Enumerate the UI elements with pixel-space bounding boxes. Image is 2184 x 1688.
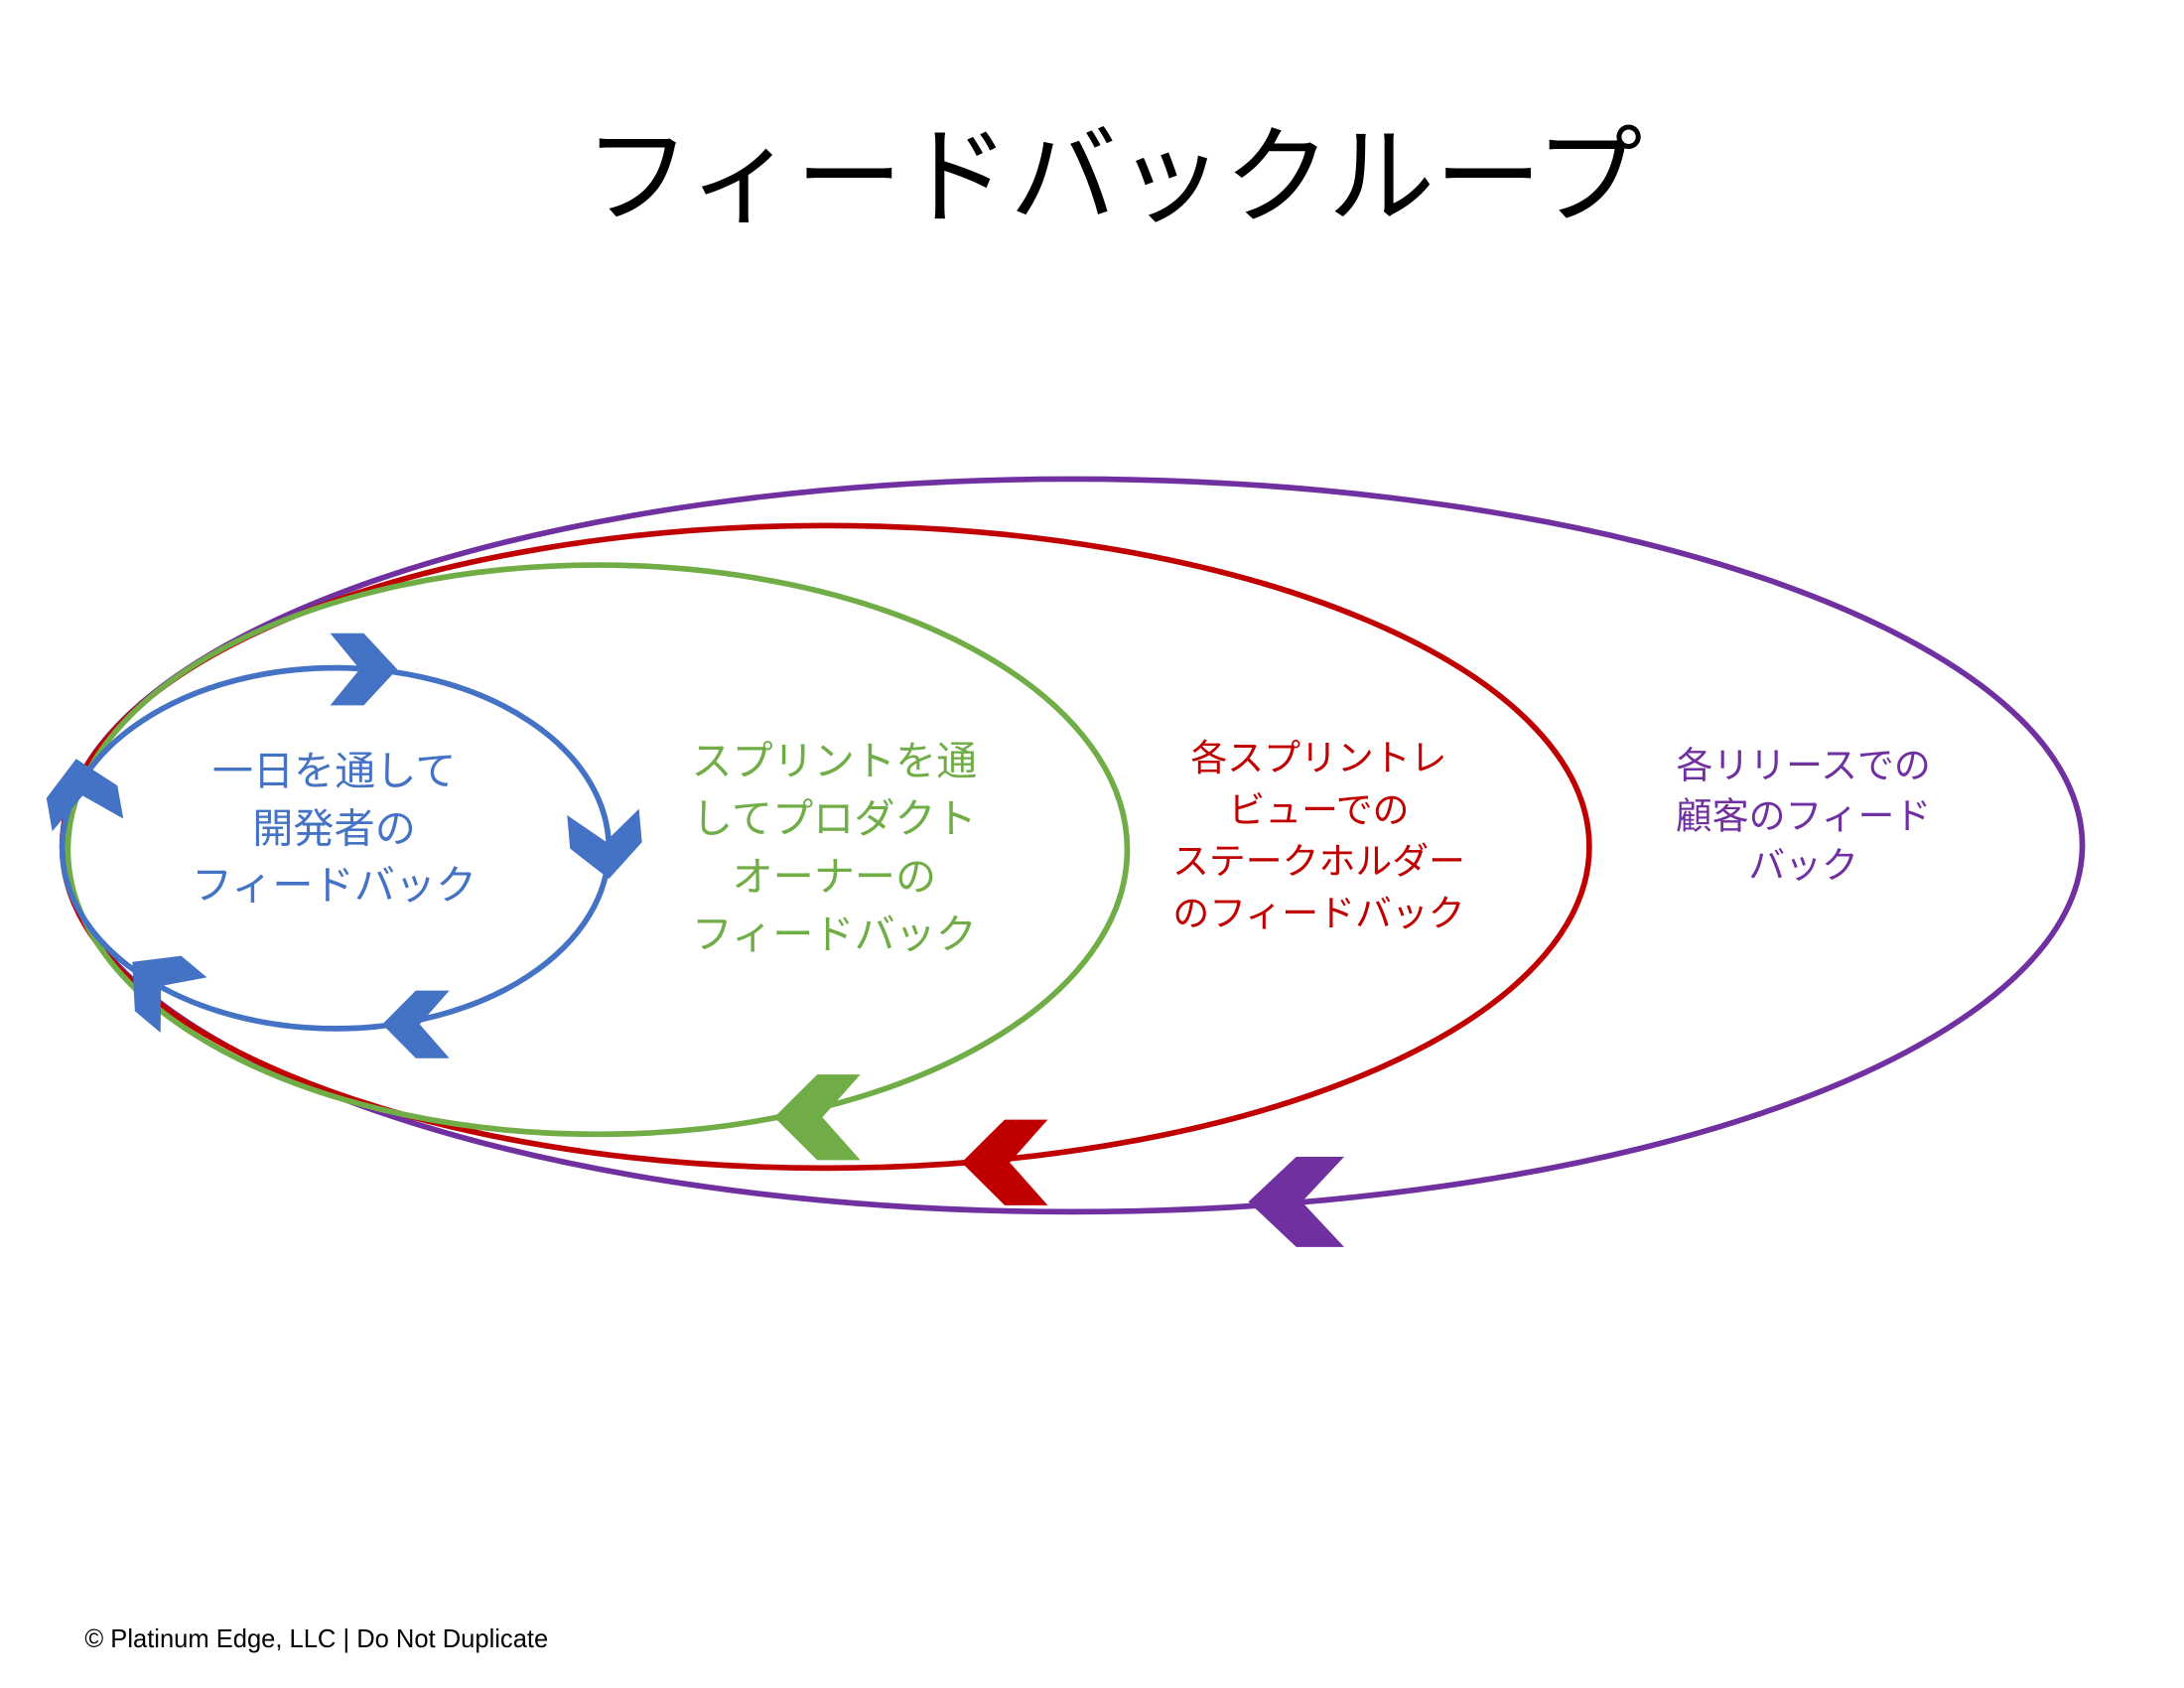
daily-loop-label: 一日を通して 開発者の フィードバック [192,747,477,909]
label-line: スプリントを通 [691,737,977,784]
label-line: 一日を通して [212,747,457,794]
label-line: してプロダクト [692,795,977,843]
label-line: フィードバック [692,911,977,958]
label-line: 顧客のフィード [1676,794,1931,837]
sprint-loop [65,562,1131,1138]
label-line: オーナーの [732,853,936,901]
daily-arrow-up-icon [40,752,124,832]
label-line: ステークホルダー [1172,840,1465,883]
daily-arrow-left-icon [382,990,450,1058]
label-line: ビューでの [1228,789,1409,832]
review-arrow-icon [961,1119,1048,1205]
label-line: フィードバック [192,861,477,909]
copyright-footer: © Platinum Edge, LLC | Do Not Duplicate [84,1625,548,1653]
sprint-arrow-icon [773,1074,861,1161]
review-loop-label: 各スプリントレ ビューでの ステークホルダー のフィードバック [1172,737,1465,934]
daily-arrow-upleft-icon [108,933,207,1034]
page-title: フィードバックループ [584,116,1642,240]
sprint-loop-label: スプリントを通 してプロダクト オーナーの フィードバック [691,737,977,958]
label-line: のフィードバック [1172,892,1464,934]
label-line: 開発者の [252,805,416,853]
label-line: 各リリースでの [1676,744,1930,786]
label-line: バック [1748,844,1858,887]
label-line: 各スプリントレ [1190,737,1446,779]
release-loop-label: 各リリースでの 顧客のフィード バック [1676,744,1931,887]
